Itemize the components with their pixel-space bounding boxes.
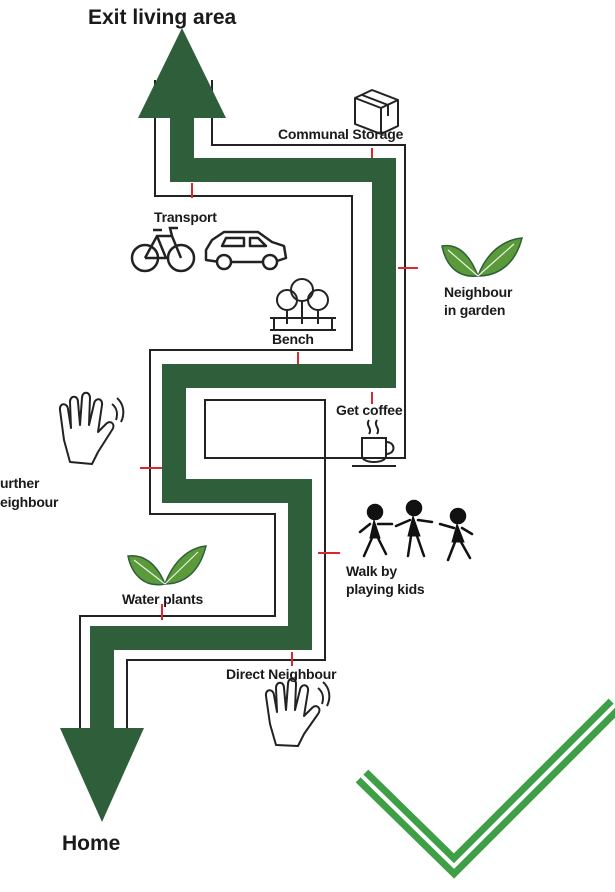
- arrow-head-top: [138, 28, 226, 118]
- outline-right: [126, 80, 406, 740]
- arrow-head-bottom: [60, 728, 144, 822]
- label-communal-storage: Communal Storage: [278, 126, 404, 142]
- label-bench: Bench: [272, 331, 314, 347]
- title-exit-living-area: Exit living area: [88, 6, 237, 29]
- waving-hand-icon: [58, 391, 125, 465]
- label-further-neighbour-line1: urther: [0, 475, 40, 491]
- checkmark-icon: [355, 698, 615, 879]
- coffee-cup-icon: [352, 419, 396, 467]
- route-path: [90, 110, 396, 740]
- label-neighbour-garden-line2: in garden: [444, 302, 506, 318]
- waving-hand-icon: [264, 677, 331, 747]
- label-further-neighbour-line2: eighbour: [0, 494, 59, 510]
- route-outline: [79, 80, 406, 740]
- label-neighbour-garden-line1: Neighbour: [444, 284, 513, 300]
- label-water-plants: Water plants: [122, 591, 204, 607]
- park-bench-icon: [270, 278, 336, 331]
- leaves-icon: [441, 237, 523, 277]
- box-icon: [354, 89, 399, 135]
- leaves-icon: [127, 545, 207, 586]
- label-get-coffee: Get coffee: [336, 402, 403, 418]
- label-direct-neighbour: Direct Neighbour: [226, 666, 337, 682]
- label-walk-kids-line1: Walk by: [346, 563, 397, 579]
- connector-ticks: [140, 148, 418, 666]
- title-home: Home: [62, 832, 121, 855]
- label-walk-kids-line2: playing kids: [346, 581, 425, 597]
- bicycle-icon: [130, 226, 196, 273]
- label-transport: Transport: [154, 209, 217, 225]
- playing-children-icon: [358, 499, 474, 562]
- checkmark-icon-inner: [360, 703, 615, 869]
- car-icon: [204, 230, 288, 271]
- outline-left: [79, 80, 353, 740]
